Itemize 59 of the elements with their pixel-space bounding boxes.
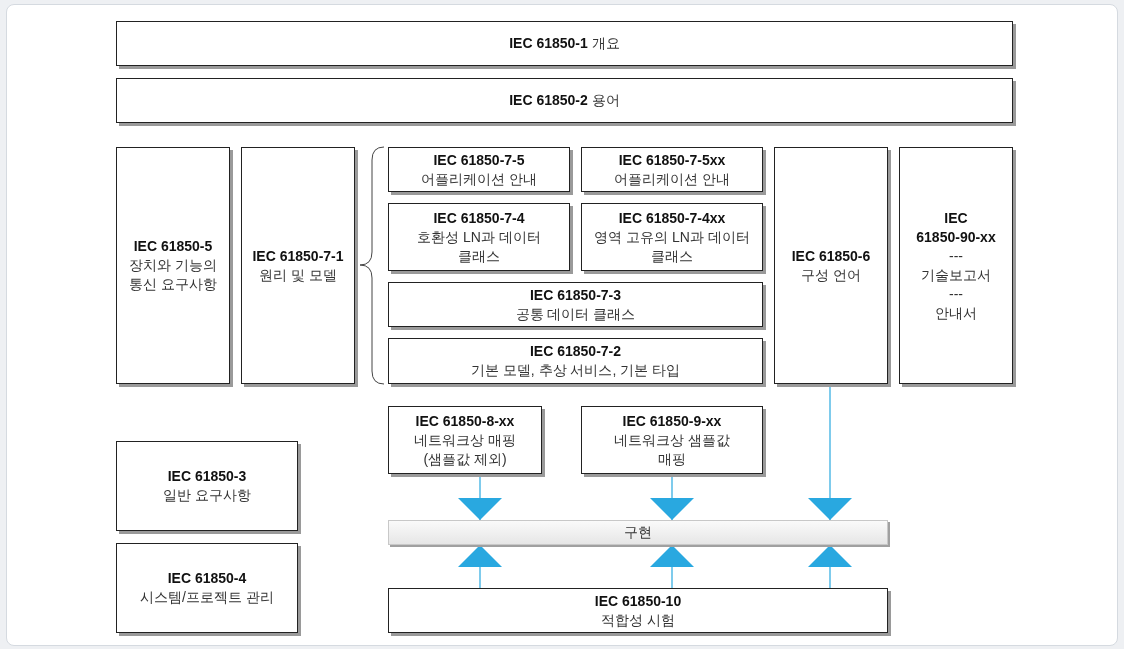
standard-box <box>388 406 542 474</box>
standard-number: IEC 61850-7-5 <box>433 150 525 170</box>
bar-label: 구현 <box>624 523 652 542</box>
standard-number: IEC 61850-4 <box>167 569 247 588</box>
standard-number: IEC 61850-7-5xx <box>618 150 726 170</box>
standard-number: IEC 61850-5 <box>132 237 214 256</box>
standard-number: IEC 61850-9-xx <box>622 411 722 431</box>
standard-number: IEC 61850-2 <box>509 91 588 110</box>
standard-box <box>116 147 230 384</box>
standard-title: 어플리케이션 안내 <box>614 169 730 189</box>
standard-box <box>116 21 1013 66</box>
standard-box <box>388 338 763 384</box>
standard-number: IEC 61850-7-3 <box>529 285 622 305</box>
standard-title: 개요 <box>591 34 620 53</box>
standard-box <box>581 203 763 271</box>
standard-number: IEC 61850-7-2 <box>529 342 622 361</box>
standard-title: 네트워크상 샘플값 매핑 <box>613 430 731 469</box>
standard-box <box>388 203 570 271</box>
standard-title: 일반 요구사항 <box>163 486 251 505</box>
standard-number: IEC 61850-10 <box>594 591 682 611</box>
standard-title: 호환성 LN과 데이터 클래스 <box>416 227 542 266</box>
standard-number: IEC 61850-7-4xx <box>618 208 726 228</box>
standard-title: 네트워크상 매핑 (샘플값 제외) <box>413 430 517 469</box>
standard-number: IEC 61850-3 <box>167 467 247 486</box>
standard-title: 구성 언어 <box>801 265 861 285</box>
standard-number: IEC 61850-1 <box>509 34 588 53</box>
standard-title: 안내서 <box>935 303 977 323</box>
standard-box <box>116 543 298 633</box>
standard-number: IEC 61850-90-xx <box>915 208 997 247</box>
standard-title: 기본 모델, 추상 서비스, 기본 타입 <box>470 361 681 380</box>
standard-box <box>774 147 888 384</box>
standard-title: 장치와 기능의 통신 요구사항 <box>128 256 218 294</box>
arrow <box>808 544 852 589</box>
arrow <box>650 544 694 589</box>
standard-title: 어플리케이션 안내 <box>421 169 537 189</box>
implementation-bar <box>388 520 888 545</box>
standard-title: 공통 데이터 클래스 <box>515 304 636 324</box>
standard-title: --- <box>949 284 963 304</box>
standard-title: --- <box>949 246 963 266</box>
standard-box <box>388 147 570 192</box>
standard-box <box>116 441 298 531</box>
standard-box <box>581 406 763 474</box>
standard-number: IEC 61850-6 <box>790 246 872 266</box>
standard-number: IEC 61850-7-4 <box>433 208 525 228</box>
standard-number: IEC 61850-7-1 <box>251 246 345 266</box>
standard-title: 용어 <box>591 91 620 110</box>
arrow <box>458 544 502 589</box>
standard-box <box>241 147 355 384</box>
standard-box <box>388 588 888 633</box>
standard-number: IEC 61850-8-xx <box>415 411 515 431</box>
standard-box <box>899 147 1013 384</box>
standard-box <box>116 78 1013 123</box>
standard-box <box>388 282 763 327</box>
standard-title: 기술보고서 <box>921 265 991 285</box>
standard-title: 원리 및 모델 <box>259 265 337 285</box>
standard-title: 영역 고유의 LN과 데이터 클래스 <box>593 227 751 266</box>
standard-title: 적합성 시험 <box>601 610 675 630</box>
standard-title: 시스템/프로젝트 관리 <box>140 588 274 607</box>
standard-box <box>581 147 763 192</box>
